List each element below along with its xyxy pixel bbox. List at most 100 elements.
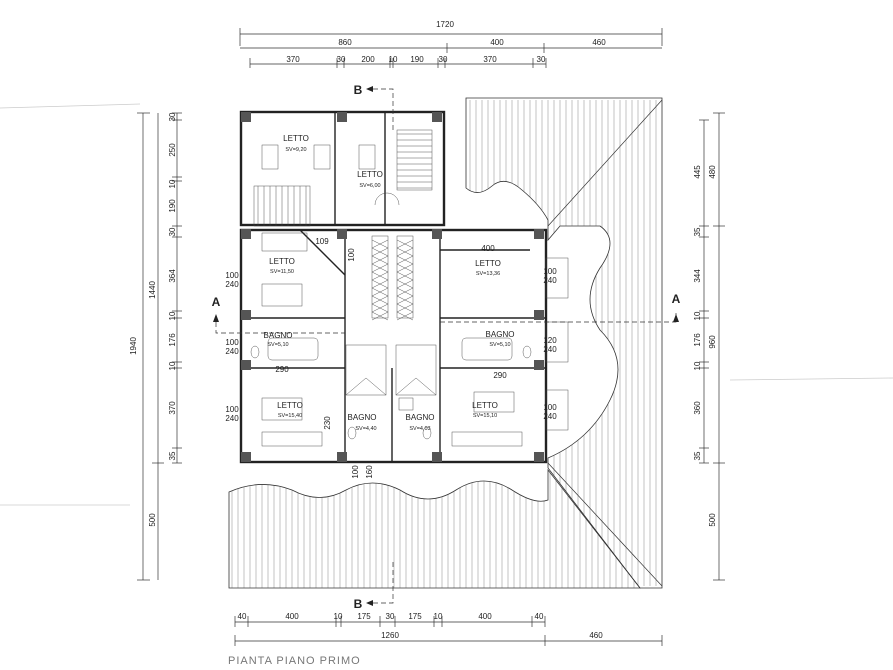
dim-bottom-fine: 40 (535, 612, 544, 621)
dim-window: 240 (543, 412, 557, 421)
dim-window: 100 (225, 405, 239, 414)
bed-icon (261, 283, 303, 307)
section-arrow-icon (366, 600, 373, 606)
dim-left-fine: 30 (168, 227, 177, 236)
wardrobe-icon (451, 431, 523, 447)
section-mark-a: A (212, 295, 221, 309)
wardrobe-icon (261, 431, 323, 447)
bed-icon (261, 397, 303, 421)
dim-right-fine: 10 (693, 361, 702, 370)
dim-top-fine: 10 (389, 55, 398, 64)
dim-interior: 290 (493, 371, 507, 380)
toilet-icon (347, 426, 357, 440)
wardrobe-icon (261, 232, 308, 252)
dim-window: 240 (543, 345, 557, 354)
room-name: BAGNO (486, 330, 515, 339)
dimension-chains: 1720 860 400 460 370 30 200 10 190 30 37… (129, 20, 725, 646)
room-name: LETTO (277, 401, 303, 410)
scan-artifact (0, 103, 141, 109)
dim-bottom-fine: 10 (434, 612, 443, 621)
dim-window: 240 (225, 280, 239, 289)
section-mark-b: B (354, 597, 363, 611)
dim-right-fine: 35 (693, 227, 702, 236)
dim-top-fine: 370 (483, 55, 497, 64)
skylight-icon (358, 144, 376, 170)
dim-left-fine: 364 (168, 269, 177, 283)
dim-left-fine: 10 (168, 361, 177, 370)
skylight-icon (261, 144, 279, 170)
room-area: SV=5,10 (267, 342, 288, 348)
building-walls (239, 110, 548, 464)
dim-right-fine: 445 (693, 165, 702, 179)
dim-right-fine: 176 (693, 333, 702, 347)
dim-window: 100 (543, 403, 557, 412)
section-arrow-icon (213, 314, 219, 322)
dim-window: 100 (225, 338, 239, 347)
toilet-icon (422, 426, 432, 440)
dim-bottom-fine: 40 (238, 612, 247, 621)
dim-top-fine: 370 (286, 55, 300, 64)
dim-bottom-total: 460 (589, 631, 603, 640)
dim-left-fine: 30 (168, 112, 177, 121)
room-area: SV=6,00 (359, 183, 380, 189)
section-mark-b: B (354, 83, 363, 97)
dim-right-fine: 35 (693, 451, 702, 460)
fixtures (250, 144, 532, 447)
room-area: SV=4,40 (355, 426, 376, 432)
dim-window: 240 (543, 276, 557, 285)
room-area: SV=13,36 (476, 271, 500, 277)
dim-top-mid: 860 (338, 38, 352, 47)
skylight-icon (313, 144, 331, 170)
room-name: LETTO (269, 257, 295, 266)
dim-top-fine: 30 (439, 55, 448, 64)
room-area: SV=4,03 (409, 426, 430, 432)
dim-interior: 230 (323, 416, 332, 430)
dim-right-fine: 344 (693, 269, 702, 283)
room-name: BAGNO (406, 413, 435, 422)
interior-dims: 109 100 400 290 290 230 100 160 (275, 237, 507, 479)
room-area: SV=15,40 (278, 413, 302, 419)
room-area: SV=15,10 (473, 413, 497, 419)
dim-interior: 290 (275, 365, 289, 374)
dim-right-fine: 10 (693, 311, 702, 320)
dim-left-mid: 500 (148, 513, 157, 527)
dim-bottom-fine: 175 (408, 612, 422, 621)
dim-interior: 109 (315, 237, 329, 246)
room-name: LETTO (283, 134, 309, 143)
door-swing-icon (374, 192, 400, 206)
dim-window: 240 (225, 414, 239, 423)
dim-left-fine: 190 (168, 199, 177, 213)
roof-bottom (228, 468, 641, 589)
room-labels: LETTO SV=9,20 LETTO SV=6,00 LETTO SV=11,… (264, 134, 515, 432)
window-dims: 100 240 100 240 100 240 100 240 120 240 … (225, 267, 557, 423)
dim-window: 100 (543, 267, 557, 276)
dim-left-fine: 35 (168, 451, 177, 460)
toilet-icon (250, 345, 260, 359)
toilet-icon (522, 345, 532, 359)
dim-left-mid: 1440 (148, 281, 157, 299)
dim-left-fine: 10 (168, 311, 177, 320)
dim-interior: 100 (347, 248, 356, 262)
dim-left-fine: 250 (168, 143, 177, 157)
section-mark-a: A (672, 292, 681, 306)
dim-bottom-fine: 175 (357, 612, 371, 621)
dim-left-fine: 176 (168, 333, 177, 347)
section-lines: A A B B (212, 83, 681, 611)
dim-interior: 100 (351, 465, 360, 479)
stairs (253, 129, 437, 396)
dim-right-mid: 480 (708, 165, 717, 179)
bed-icon (473, 391, 515, 413)
dim-window: 240 (225, 347, 239, 356)
dim-right-mid: 960 (708, 335, 717, 349)
dim-bottom-total: 1260 (381, 631, 399, 640)
dim-left-total: 1940 (129, 337, 138, 355)
bathtub-icon (267, 337, 319, 361)
dim-window: 120 (543, 336, 557, 345)
room-area: SV=11,50 (270, 269, 294, 275)
dim-left-fine: 370 (168, 401, 177, 415)
section-arrow-icon (366, 86, 373, 92)
dim-bottom-fine: 30 (386, 612, 395, 621)
dim-top-fine: 30 (537, 55, 546, 64)
